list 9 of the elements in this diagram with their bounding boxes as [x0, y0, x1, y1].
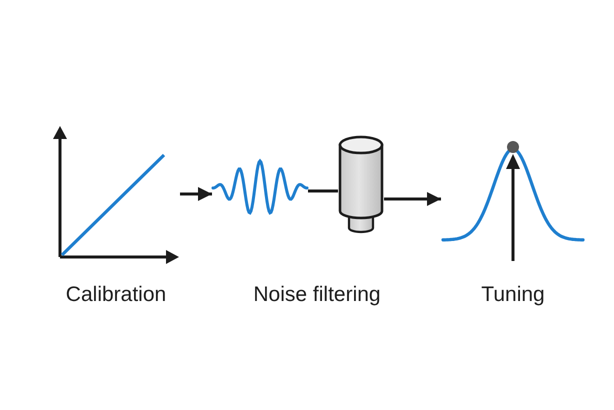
arrow — [180, 187, 212, 201]
arrow — [384, 192, 441, 206]
connector-line — [308, 190, 338, 192]
caption: Noise filtering — [253, 283, 381, 308]
node-label: Calibration — [66, 283, 166, 308]
node-label: Tuning — [481, 283, 545, 308]
bell-curve-drawing — [441, 140, 585, 262]
sensor-drawing — [338, 134, 384, 234]
line-graph-drawing — [52, 124, 180, 264]
